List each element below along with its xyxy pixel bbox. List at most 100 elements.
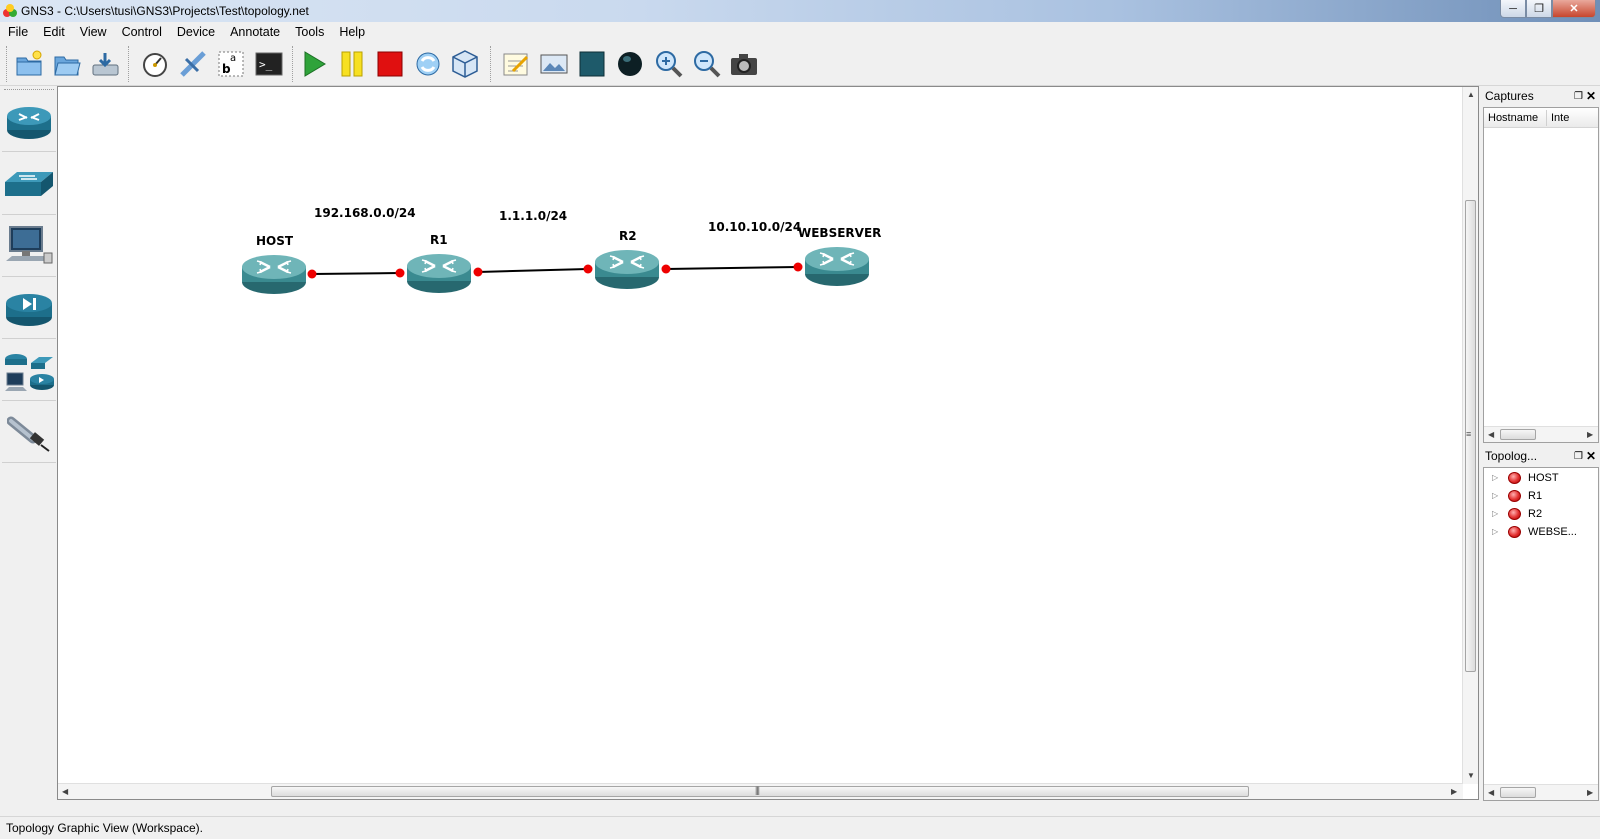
reload-button[interactable]	[411, 47, 445, 81]
end-device-icon	[6, 225, 53, 263]
virtualbox-button[interactable]	[448, 47, 482, 81]
scrollbar-thumb[interactable]	[1500, 429, 1536, 440]
menu-tools[interactable]: Tools	[295, 25, 325, 39]
scroll-right-icon[interactable]: ▶	[1587, 788, 1594, 797]
network-label[interactable]: 10.10.10.0/24	[708, 220, 802, 234]
menu-annotate[interactable]: Annotate	[230, 25, 281, 39]
scroll-down-icon[interactable]: ▼	[1467, 771, 1475, 780]
node-label-host[interactable]: HOST	[256, 234, 294, 248]
zoom-in-button[interactable]	[652, 47, 686, 81]
menu-control[interactable]: Control	[121, 25, 162, 39]
draw-rectangle-button[interactable]	[575, 47, 609, 81]
menu-edit[interactable]: Edit	[43, 25, 65, 39]
add-note-button[interactable]	[499, 47, 533, 81]
routers-button[interactable]	[2, 92, 56, 152]
snapshot-button[interactable]	[138, 47, 172, 81]
topology-item-r2[interactable]: ▷ R2	[1484, 505, 1598, 523]
menu-view[interactable]: View	[79, 25, 107, 39]
zoom-out-button[interactable]	[690, 47, 724, 81]
maximize-button[interactable]: ❐	[1526, 0, 1552, 18]
end-devices-button[interactable]	[2, 217, 56, 277]
expand-arrow-icon[interactable]: ▷	[1492, 527, 1499, 536]
status-text: Topology Graphic View (Workspace).	[6, 821, 203, 835]
column-hostname[interactable]: Hostname	[1488, 112, 1539, 124]
screenshot-button[interactable]	[727, 47, 761, 81]
svg-text:b: b	[222, 62, 231, 76]
scrollbar-thumb[interactable]	[271, 786, 1249, 797]
router-node-r1[interactable]	[405, 249, 473, 295]
close-button[interactable]: ✕	[1552, 0, 1596, 18]
topology-horizontal-scrollbar[interactable]: ◀ ▶	[1484, 784, 1598, 800]
expand-arrow-icon[interactable]: ▷	[1492, 491, 1499, 500]
scroll-left-icon[interactable]: ◀	[62, 787, 69, 796]
link-r1-r2[interactable]	[477, 268, 589, 273]
virtualbox-icon	[452, 50, 478, 78]
column-separator	[1546, 110, 1547, 126]
stopped-status-icon	[1508, 490, 1521, 502]
links-layer	[307, 262, 803, 279]
all-devices-button[interactable]	[2, 341, 56, 401]
suspend-button[interactable]	[335, 47, 369, 81]
router-node-host[interactable]	[240, 250, 308, 296]
scrollbar-thumb[interactable]	[1500, 787, 1536, 798]
node-label-webserver[interactable]: WEBSERVER	[798, 226, 882, 240]
menu-file[interactable]: File	[8, 25, 29, 39]
network-label[interactable]: 1.1.1.0/24	[499, 209, 568, 223]
stopped-status-icon	[1508, 472, 1521, 484]
router-node-r2[interactable]	[593, 245, 661, 291]
network-label[interactable]: 192.168.0.0/24	[314, 206, 416, 220]
expand-arrow-icon[interactable]: ▷	[1492, 509, 1499, 518]
scrollbar-thumb[interactable]	[1465, 200, 1476, 672]
scroll-right-icon[interactable]: ▶	[1451, 787, 1458, 796]
save-project-button[interactable]	[88, 47, 122, 81]
start-icon	[304, 51, 326, 77]
gns3-app-icon	[3, 4, 17, 17]
node-label-r1[interactable]: R1	[430, 233, 448, 247]
toolbar-grip	[6, 46, 8, 82]
topology-canvas[interactable]: 192.168.0.0/24 1.1.1.0/24 10.10.10.0/24 …	[58, 87, 1463, 784]
column-interface[interactable]: Inte	[1551, 112, 1570, 124]
topology-item-host[interactable]: ▷ HOST	[1484, 469, 1598, 487]
link-r2-webserver[interactable]	[665, 266, 799, 270]
topology-summary-panel: ▷ HOST ▷ R1 ▷ R2 ▷ WEBSE... ◀ ▶	[1483, 467, 1599, 801]
security-devices-button[interactable]	[2, 279, 56, 339]
expand-arrow-icon[interactable]: ▷	[1492, 473, 1499, 482]
captures-table-header: Hostname Inte	[1484, 108, 1598, 128]
open-project-button[interactable]	[50, 47, 84, 81]
suspend-icon	[341, 51, 363, 77]
canvas-vertical-scrollbar[interactable]: ▲ ≡ ▼	[1462, 87, 1478, 784]
stop-icon	[377, 51, 403, 77]
menu-device[interactable]: Device	[176, 25, 216, 39]
scroll-left-icon[interactable]: ◀	[1488, 788, 1495, 797]
float-panel-icon[interactable]: ❐	[1574, 451, 1583, 462]
minimize-button[interactable]: ─	[1500, 0, 1526, 18]
toolbar-separator	[128, 46, 130, 82]
insert-picture-button[interactable]	[537, 47, 571, 81]
console-button[interactable]: >_	[252, 47, 286, 81]
add-link-button[interactable]	[176, 47, 210, 81]
topology-workspace[interactable]: 192.168.0.0/24 1.1.1.0/24 10.10.10.0/24 …	[57, 86, 1479, 800]
router-node-webserver[interactable]	[803, 242, 871, 288]
topology-item-r1[interactable]: ▷ R1	[1484, 487, 1598, 505]
topology-item-webserver[interactable]: ▷ WEBSE...	[1484, 523, 1598, 541]
start-button[interactable]	[297, 47, 331, 81]
link-host-r1[interactable]	[311, 272, 401, 275]
canvas-horizontal-scrollbar[interactable]: ◀ ||| ▶	[58, 783, 1463, 799]
link-endpoint	[793, 262, 803, 272]
captures-horizontal-scrollbar[interactable]: ◀ ▶	[1484, 426, 1598, 442]
add-link-dock-button[interactable]	[2, 403, 56, 463]
scroll-left-icon[interactable]: ◀	[1488, 430, 1495, 439]
float-panel-icon[interactable]: ❐	[1574, 91, 1583, 102]
close-panel-icon[interactable]: ✕	[1585, 89, 1596, 103]
draw-ellipse-button[interactable]	[613, 47, 647, 81]
menu-help[interactable]: Help	[339, 25, 366, 39]
stop-button[interactable]	[373, 47, 407, 81]
right-dock: Captures ❐ ✕ Hostname Inte ◀ ▶ Topolog..…	[1480, 86, 1600, 816]
new-project-button[interactable]	[12, 47, 46, 81]
scroll-right-icon[interactable]: ▶	[1587, 430, 1594, 439]
close-panel-icon[interactable]: ✕	[1585, 449, 1596, 463]
scroll-up-icon[interactable]: ▲	[1467, 90, 1475, 99]
node-label-r2[interactable]: R2	[619, 229, 637, 243]
switches-button[interactable]	[2, 155, 56, 215]
